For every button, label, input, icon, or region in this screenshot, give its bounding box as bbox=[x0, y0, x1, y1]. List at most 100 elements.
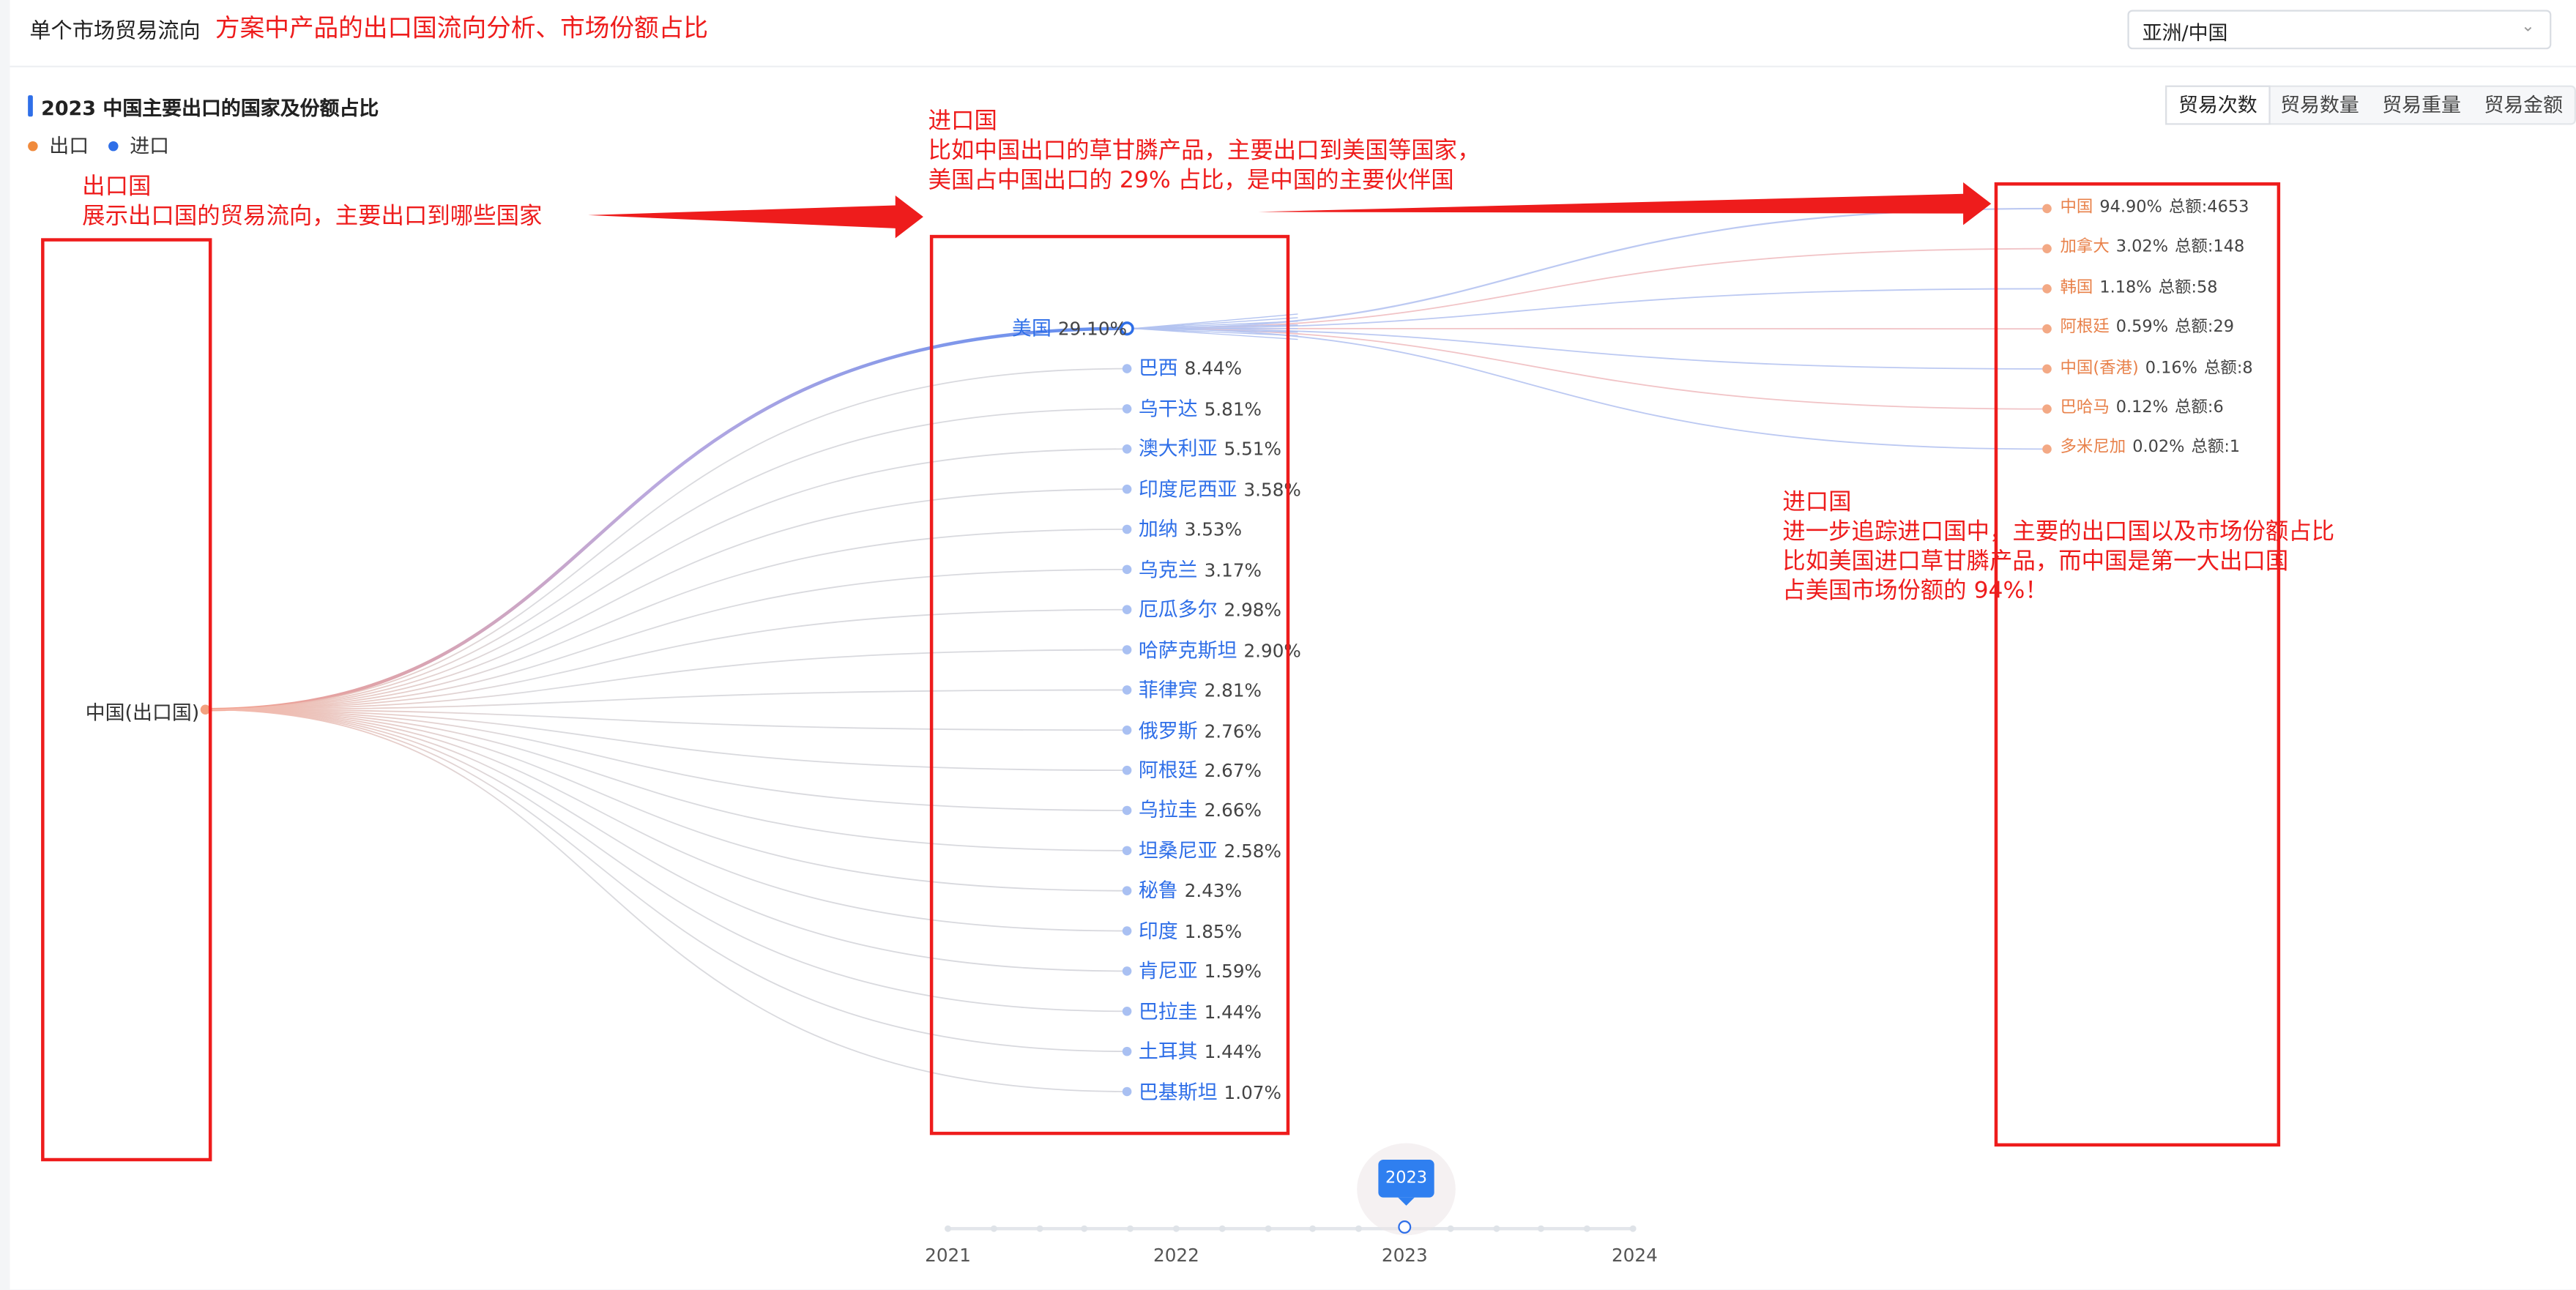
main-panel bbox=[10, 0, 2576, 1290]
importer-node bbox=[1122, 404, 1132, 414]
source-node bbox=[2042, 324, 2052, 334]
timeline-tick[interactable] bbox=[1447, 1225, 1454, 1232]
timeline-year-2023[interactable]: 2023 bbox=[1381, 1245, 1428, 1267]
timeline-thumb[interactable] bbox=[1398, 1220, 1412, 1234]
flow-link-origin-importer bbox=[205, 709, 1128, 1013]
importer-share: 8.44% bbox=[1184, 359, 1243, 381]
timeline-tick[interactable] bbox=[1127, 1225, 1134, 1232]
timeline-tick[interactable] bbox=[1172, 1225, 1180, 1232]
source-total: 总额:4653 bbox=[2168, 198, 2249, 217]
timeline-tick[interactable] bbox=[1584, 1225, 1591, 1232]
importer-name: 乌干达 bbox=[1138, 397, 1198, 421]
importer-share: 5.51% bbox=[1224, 439, 1281, 461]
source-share: 0.59% bbox=[2115, 318, 2169, 338]
importer-name: 乌克兰 bbox=[1138, 558, 1198, 581]
tab-trade-count[interactable]: 贸易次数 bbox=[2167, 86, 2269, 124]
importer-node bbox=[1122, 564, 1132, 575]
tab-trade-weight[interactable]: 贸易重量 bbox=[2382, 93, 2461, 117]
importer-name: 土耳其 bbox=[1138, 1040, 1198, 1063]
importer-name: 秘鲁 bbox=[1138, 879, 1178, 903]
importer-row[interactable]: 秘鲁 2.43% bbox=[1139, 879, 1242, 902]
annotation-importer: 进口国 比如中国出口的草甘膦产品，主要出口到美国等国家， 美国占中国出口的 29… bbox=[928, 108, 1481, 194]
importer-name: 厄瓜多尔 bbox=[1138, 597, 1218, 622]
tab-trade-quantity[interactable]: 贸易数量 bbox=[2280, 93, 2359, 117]
timeline-tick[interactable] bbox=[1035, 1225, 1043, 1232]
importer-share: 29.10% bbox=[1057, 318, 1128, 340]
importer-node bbox=[1120, 321, 1134, 336]
region-select[interactable]: 亚洲/中国 ⌄ bbox=[2127, 10, 2552, 50]
source-share: 0.16% bbox=[2145, 359, 2198, 378]
source-row[interactable]: 中国(香港)0.16%总额:8 bbox=[2060, 357, 2252, 380]
flow-link-importer-source bbox=[1133, 327, 2046, 370]
annotation-box-importer bbox=[929, 234, 1290, 1136]
timeline-tick[interactable] bbox=[990, 1225, 997, 1232]
flow-link-origin-importer bbox=[205, 488, 1128, 711]
page-title: 单个市场贸易流向 bbox=[29, 19, 201, 45]
timeline-tick[interactable] bbox=[1492, 1225, 1500, 1232]
timeline-tick[interactable] bbox=[1629, 1225, 1637, 1232]
source-node bbox=[2042, 204, 2052, 214]
timeline-tick[interactable] bbox=[1218, 1225, 1226, 1232]
importer-node bbox=[1122, 805, 1132, 816]
timeline-year-2021[interactable]: 2021 bbox=[925, 1245, 971, 1267]
flow-link-origin-importer bbox=[205, 709, 1128, 772]
timeline-tick[interactable] bbox=[1082, 1225, 1089, 1232]
importer-node bbox=[1122, 725, 1132, 735]
importer-share: 2.81% bbox=[1204, 679, 1262, 702]
timeline-tick[interactable] bbox=[1264, 1225, 1271, 1232]
source-name: 多米尼加 bbox=[2060, 439, 2126, 458]
importer-name: 菲律宾 bbox=[1138, 678, 1198, 702]
chart-subtitle: 2023 中国主要出口的国家及份额占比 bbox=[41, 97, 379, 120]
legend-label-export: 出口 bbox=[49, 134, 89, 158]
tab-trade-amount[interactable]: 贸易金额 bbox=[2484, 93, 2564, 117]
source-node bbox=[2042, 444, 2052, 454]
legend-item-import[interactable]: 进口 bbox=[108, 131, 169, 159]
flow-link-origin-importer bbox=[205, 649, 1128, 711]
importer-share: 2.43% bbox=[1184, 881, 1243, 903]
flow-fan-line bbox=[1133, 328, 1298, 340]
timeline-year-2022[interactable]: 2022 bbox=[1153, 1245, 1199, 1267]
timeline-tick[interactable] bbox=[1310, 1225, 1317, 1232]
source-share: 0.12% bbox=[2115, 399, 2169, 417]
flow-fan-line bbox=[1133, 321, 1298, 329]
timeline-tick[interactable] bbox=[1538, 1225, 1545, 1232]
timeline-tick[interactable] bbox=[945, 1225, 952, 1232]
importer-node bbox=[1122, 765, 1132, 775]
legend-item-export[interactable]: 出口 bbox=[28, 131, 89, 159]
header-divider bbox=[10, 65, 2576, 67]
annotation-box-source bbox=[1994, 182, 2281, 1147]
importer-row[interactable]: 菲律宾 2.81% bbox=[1139, 679, 1262, 701]
flow-link-origin-importer bbox=[205, 408, 1128, 711]
timeline-track[interactable] bbox=[948, 1226, 1635, 1231]
annotation-box-exporter bbox=[41, 238, 212, 1162]
timeline-year-2024[interactable]: 2024 bbox=[1611, 1245, 1658, 1267]
importer-node bbox=[1122, 926, 1132, 936]
source-share: 94.90% bbox=[2099, 198, 2162, 217]
timeline-tick[interactable] bbox=[1355, 1225, 1363, 1232]
importer-node bbox=[1122, 444, 1132, 454]
